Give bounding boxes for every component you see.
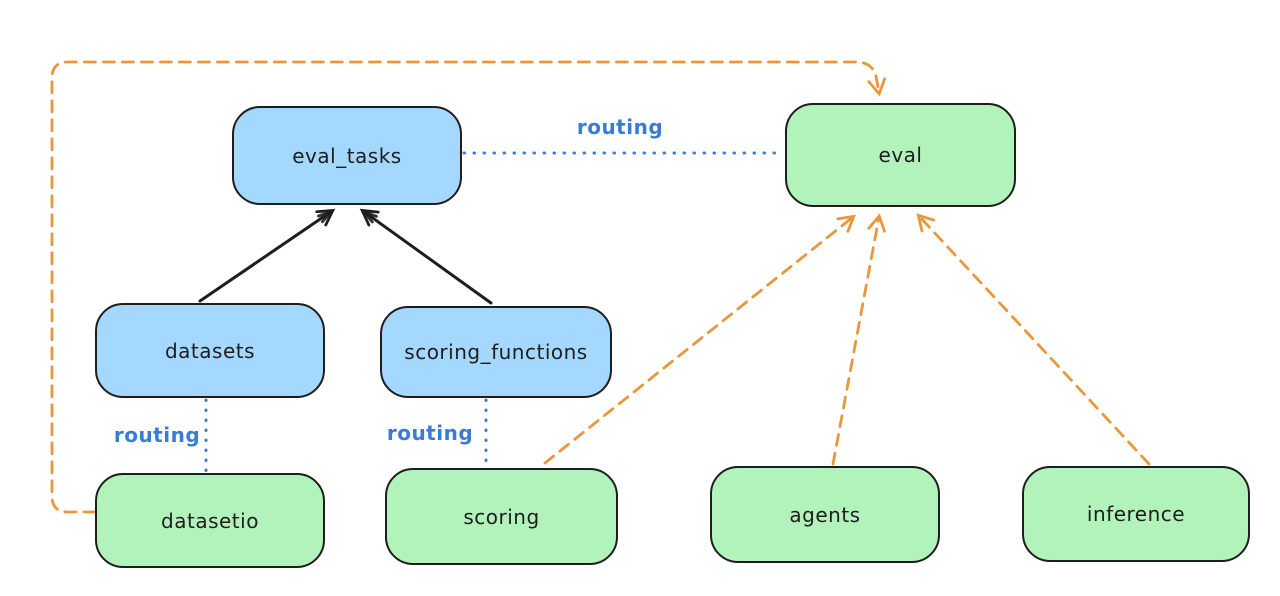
edge-datasetio-eval-arrow [50, 60, 887, 514]
edge-scoring-eval-arrow [543, 214, 856, 465]
node-agents-label: agents [789, 502, 861, 527]
node-agents: agents [710, 466, 940, 563]
node-scoring: scoring [385, 468, 618, 565]
node-inference-label: inference [1086, 502, 1186, 526]
node-datasets: datasets [95, 303, 325, 398]
node-eval-label: eval [878, 143, 923, 167]
node-datasets-label: datasets [164, 338, 256, 363]
node-eval-tasks-label: eval_tasks [292, 143, 402, 168]
edge-agents-eval-arrow [831, 213, 886, 466]
edge-label-routing-evaltasks-eval: routing [576, 115, 664, 139]
node-eval: eval [785, 103, 1016, 207]
edge-datasets-evaltasks-arrow [198, 208, 336, 303]
edge-inference-eval-arrow [916, 213, 1151, 466]
node-datasetio: datasetio [95, 473, 325, 568]
edge-label-routing-scoringfunctions-scoring: routing [386, 421, 474, 445]
node-inference: inference [1022, 466, 1250, 562]
node-eval-tasks: eval_tasks [232, 106, 462, 205]
edge-scoringfunctions-evaltasks-arrow [359, 208, 493, 305]
edge-label-routing-datasets-datasetio: routing [113, 423, 201, 447]
node-scoring-functions: scoring_functions [380, 306, 612, 398]
node-scoring-label: scoring [463, 504, 540, 529]
node-scoring-functions-label: scoring_functions [404, 340, 588, 364]
node-datasetio-label: datasetio [161, 508, 259, 533]
